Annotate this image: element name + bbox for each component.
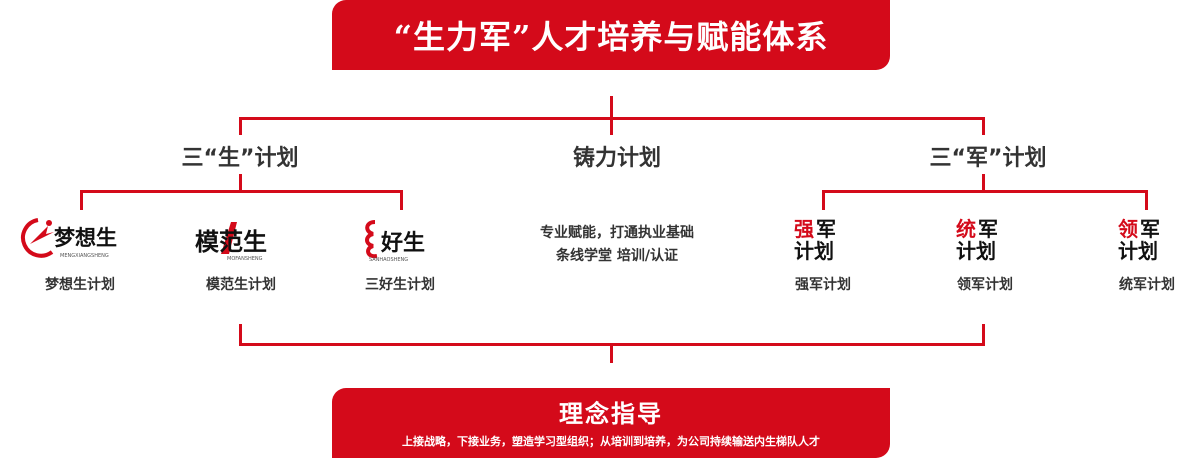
tongjun-logo: 领 军 计划: [1082, 208, 1200, 270]
qiangjun-logo-mark: 强 军 计划: [794, 217, 836, 263]
item-label: 领军计划: [957, 277, 1013, 293]
item-label: 三好生计划: [365, 277, 435, 293]
zhuli-description: 专业赋能，打通执业基础 条线学堂 培训/认证: [507, 222, 727, 268]
sub-bar-right: [822, 190, 1148, 193]
lingjun-logo-char-c: 计划: [956, 239, 996, 263]
zhuli-line-2: 条线学堂 培训/认证: [556, 248, 678, 264]
tongjun-logo-char-c: 计划: [1118, 239, 1158, 263]
mofansheng-logo-text: 模范生: [195, 228, 267, 256]
trunk-line: [610, 96, 613, 118]
sub-drop-right: [982, 174, 985, 192]
sub-bar-left: [80, 190, 403, 193]
sub-tick-right-1: [822, 190, 825, 210]
footer-subtitle: 上接战略，下接业务，塑造学习型组织；从培训到培养，为公司持续输送内生梯队人才: [402, 434, 820, 448]
bottom-trunk: [610, 343, 613, 363]
tongjun-logo-mark: 领 军 计划: [1118, 217, 1160, 263]
item-tongjun: 领 军 计划 统军计划: [1082, 208, 1200, 294]
sub-drop-left: [239, 174, 242, 192]
sanhaosheng-logo: 好生 SANHAOSHENG: [335, 208, 465, 270]
branch-title-jun: 三“军”计划: [929, 146, 1047, 171]
branch-drop-right: [982, 117, 985, 135]
lingjun-logo: 统 军 计划: [920, 208, 1050, 270]
sanhaosheng-logo-text: 好生: [380, 230, 425, 256]
item-mengxiangsheng: 梦想生 MENGXIANGSHENG 梦想生计划: [15, 208, 145, 294]
item-mofansheng: 模范生 MOFANSHENG 模范生计划: [176, 208, 306, 294]
sub-tick-left-3: [400, 190, 403, 210]
branch-drop-center: [610, 117, 613, 135]
item-label: 强军计划: [795, 277, 851, 293]
sub-tick-right-3: [1145, 190, 1148, 210]
tongjun-logo-char-a: 领: [1118, 217, 1138, 241]
bottom-bracket-left: [239, 324, 242, 346]
tongjun-logo-char-b: 军: [1140, 217, 1160, 241]
footer-banner: 理念指导 上接战略，下接业务，塑造学习型组织；从培训到培养，为公司持续输送内生梯…: [332, 388, 890, 458]
qiangjun-logo: 强 军 计划: [758, 208, 888, 270]
mofansheng-logo-mark: 模范生 MOFANSHENG: [195, 222, 267, 262]
mofansheng-logo: 模范生 MOFANSHENG: [176, 208, 306, 270]
lingjun-logo-mark: 统 军 计划: [956, 217, 998, 263]
item-label: 模范生计划: [206, 277, 276, 293]
bottom-bracket-right: [982, 324, 985, 346]
item-label: 梦想生计划: [45, 277, 115, 293]
branch-title-zhuli: 铸力计划: [572, 146, 662, 171]
lingjun-logo-char-b: 军: [978, 217, 998, 241]
item-sanhaosheng: 好生 SANHAOSHENG 三好生计划: [335, 208, 465, 294]
branch-drop-left: [239, 117, 242, 135]
sub-tick-left-1: [80, 190, 83, 210]
zhuli-line-1: 专业赋能，打通执业基础: [540, 225, 694, 241]
mengxiangsheng-logo: 梦想生 MENGXIANGSHENG: [15, 208, 145, 270]
mofansheng-logo-sub: MOFANSHENG: [227, 256, 263, 262]
branch-title-sheng: 三“生”计划: [181, 146, 299, 171]
mengxiangsheng-logo-text: 梦想生: [54, 226, 117, 250]
lingjun-logo-char-a: 统: [956, 217, 976, 241]
item-lingjun: 统 军 计划 领军计划: [920, 208, 1050, 294]
qiangjun-logo-char-c: 计划: [794, 239, 834, 263]
qiangjun-logo-char-b: 军: [816, 217, 836, 241]
page-title: “生力军”人才培养与赋能体系: [393, 18, 829, 56]
footer-title: 理念指导: [559, 399, 663, 428]
sanhaosheng-logo-sub: SANHAOSHENG: [369, 257, 408, 263]
mengxiangsheng-logo-mark: 梦想生 MENGXIANGSHENG: [21, 218, 117, 259]
sanhaosheng-logo-mark: 好生 SANHAOSHENG: [365, 220, 425, 263]
item-qiangjun: 强 军 计划 强军计划: [758, 208, 888, 294]
item-label: 统军计划: [1119, 277, 1175, 293]
title-banner: “生力军”人才培养与赋能体系: [332, 0, 890, 70]
mengxiangsheng-logo-sub: MENGXIANGSHENG: [60, 253, 109, 259]
qiangjun-logo-char-a: 强: [794, 217, 814, 241]
